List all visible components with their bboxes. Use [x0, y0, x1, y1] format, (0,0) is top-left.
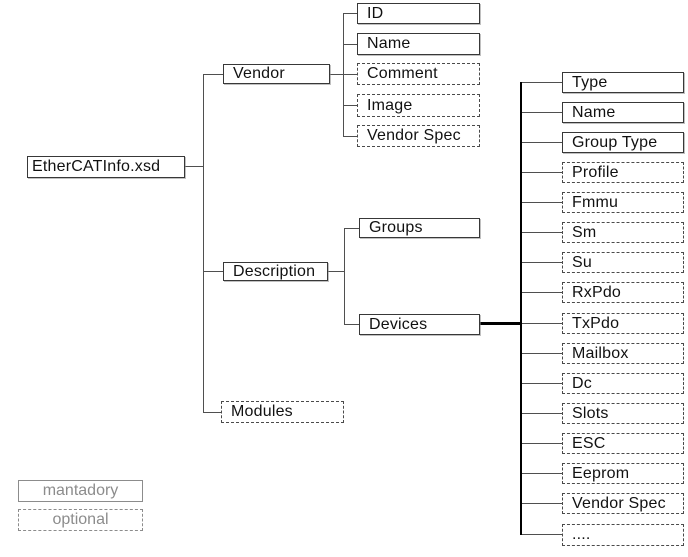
connector-line — [522, 142, 562, 143]
node-modules: Modules — [221, 401, 344, 423]
node-groups: Groups — [359, 218, 480, 238]
node-group-type: Group Type — [562, 132, 684, 153]
node-esc: ESC — [562, 433, 684, 454]
connector-line — [344, 74, 357, 75]
node-type: Type — [562, 72, 684, 93]
connector-line — [522, 112, 562, 113]
node-eeprom: Eeprom — [562, 463, 684, 484]
connector-line — [328, 271, 345, 272]
connector-line — [522, 413, 562, 414]
node-device-name: Name — [562, 102, 684, 123]
connector-line — [522, 262, 562, 263]
connector-line — [522, 473, 562, 474]
connector-line — [204, 271, 223, 272]
node-profile: Profile — [562, 162, 684, 183]
connector-line — [522, 383, 562, 384]
connector-line — [204, 74, 223, 75]
legend-optional: optional — [18, 509, 143, 531]
node-image: Image — [357, 94, 480, 117]
connector-line — [344, 105, 357, 106]
connector-line — [344, 13, 357, 14]
node-id: ID — [357, 3, 480, 24]
connector-line — [330, 74, 343, 75]
connector-line — [520, 82, 522, 535]
connector-line — [480, 322, 522, 325]
node-description: Description — [223, 262, 328, 281]
connector-line — [343, 13, 344, 137]
connector-line — [522, 202, 562, 203]
connector-line — [345, 228, 359, 229]
node-ethercatinfo-root: EtherCATInfo.xsd — [27, 156, 185, 178]
node-vendor-spec: Vendor Spec — [357, 125, 480, 147]
connector-line — [522, 534, 562, 535]
node-rxpdo: RxPdo — [562, 282, 684, 303]
connector-line — [185, 166, 203, 167]
node-dc: Dc — [562, 373, 684, 394]
connector-line — [204, 412, 221, 413]
connector-line — [522, 82, 562, 83]
node-device-vendor-spec: Vendor Spec — [562, 493, 684, 514]
connector-line — [522, 503, 562, 504]
node-mailbox: Mailbox — [562, 343, 684, 364]
connector-line — [522, 232, 562, 233]
connector-line — [344, 44, 357, 45]
node-name: Name — [357, 33, 480, 55]
node-fmmu: Fmmu — [562, 192, 684, 213]
connector-line — [522, 443, 562, 444]
legend-mandatory: mantadory — [18, 480, 143, 502]
connector-line — [344, 136, 357, 137]
connector-line — [344, 228, 345, 325]
connector-line — [522, 292, 562, 293]
connector-line — [203, 74, 204, 413]
node-sm: Sm — [562, 222, 684, 243]
connector-line — [522, 353, 562, 354]
connector-line — [522, 172, 562, 173]
node-slots: Slots — [562, 403, 684, 424]
connector-line — [345, 324, 359, 325]
node-ellipsis: .... — [562, 524, 684, 546]
node-su: Su — [562, 252, 684, 273]
node-txpdo: TxPdo — [562, 313, 684, 334]
node-devices: Devices — [359, 314, 480, 335]
node-comment: Comment — [357, 63, 480, 85]
node-vendor: Vendor — [223, 64, 330, 84]
connector-line — [522, 323, 562, 324]
